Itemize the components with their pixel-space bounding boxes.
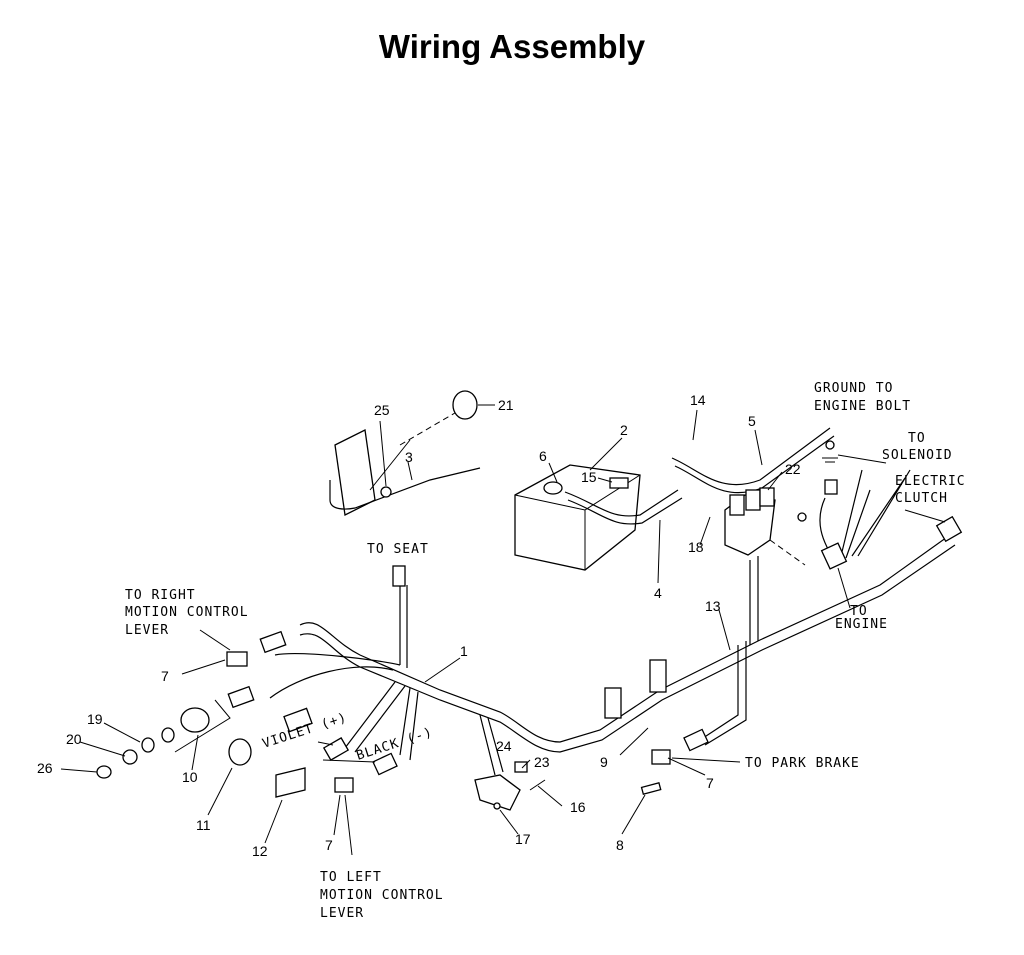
engine-label-line2: ENGINE — [835, 617, 888, 632]
clip-8 — [640, 781, 662, 795]
page-title: Wiring Assembly — [378, 28, 646, 65]
callout-7-park: 7 — [706, 775, 714, 791]
callout-8: 8 — [616, 837, 624, 853]
battery — [514, 464, 641, 571]
left-lever-label-line3: LEVER — [320, 906, 364, 921]
relay-7-park — [651, 749, 671, 765]
ground-label-line1: GROUND TO — [814, 381, 893, 396]
seat-bracket — [329, 390, 481, 516]
main-harness — [227, 440, 963, 776]
callout-24: 24 — [496, 738, 512, 754]
callout-4: 4 — [654, 585, 662, 601]
key-switch — [96, 699, 231, 779]
callout-26: 26 — [37, 760, 53, 776]
callout-11: 11 — [196, 817, 211, 833]
left-lever-label-line2: MOTION CONTROL — [320, 888, 444, 903]
solenoid-label-line1: TO — [908, 431, 926, 446]
callout-21: 21 — [498, 397, 514, 413]
callout-23: 23 — [534, 754, 550, 770]
clutch-label-line2: CLUTCH — [895, 491, 948, 506]
callout-7-right: 7 — [161, 668, 169, 684]
callout-16: 16 — [570, 799, 586, 815]
callout-14: 14 — [690, 392, 706, 408]
ground-label-line2: ENGINE BOLT — [814, 399, 911, 414]
callout-25: 25 — [374, 402, 390, 418]
relay-7-left — [334, 777, 354, 793]
callout-20: 20 — [66, 731, 82, 747]
callout-5: 5 — [748, 413, 756, 429]
battery-cable — [564, 489, 683, 525]
relay-7-right — [226, 651, 248, 667]
callout-1: 1 — [460, 643, 468, 659]
park-brake-label: TO PARK BRAKE — [745, 756, 860, 771]
callout-6: 6 — [539, 448, 547, 464]
right-lever-label-line2: MOTION CONTROL — [125, 605, 249, 620]
callout-13: 13 — [705, 598, 721, 614]
relay-block — [724, 487, 806, 566]
callout-2: 2 — [620, 422, 628, 438]
left-lever-label-line1: TO LEFT — [320, 870, 382, 885]
leader-lines — [60, 404, 946, 856]
hour-meter — [228, 738, 306, 798]
clutch-label-line1: ELECTRIC — [895, 474, 966, 489]
black-label: BLACK (-) — [355, 725, 435, 764]
callout-15: 15 — [581, 469, 597, 485]
solenoid-label-line2: SOLENOID — [882, 448, 953, 463]
callout-19: 19 — [87, 711, 103, 727]
seat-label: TO SEAT — [367, 542, 429, 557]
callout-3: 3 — [405, 449, 413, 465]
right-lever-label-line1: TO RIGHT — [125, 588, 196, 603]
callout-12: 12 — [252, 843, 268, 859]
ground-cable — [671, 427, 835, 494]
callout-numbers: 1 2 3 4 5 6 7 7 7 8 9 10 11 12 13 14 15 … — [37, 392, 801, 859]
callout-10: 10 — [182, 769, 198, 785]
right-lever-label-line3: LEVER — [125, 623, 169, 638]
callout-7-left: 7 — [325, 837, 333, 853]
callout-18: 18 — [688, 539, 704, 555]
bracket-23 — [474, 761, 546, 811]
callout-9: 9 — [600, 754, 608, 770]
callout-22: 22 — [785, 461, 801, 477]
engine-label-line1: TO — [850, 604, 868, 619]
callout-17: 17 — [515, 831, 531, 847]
